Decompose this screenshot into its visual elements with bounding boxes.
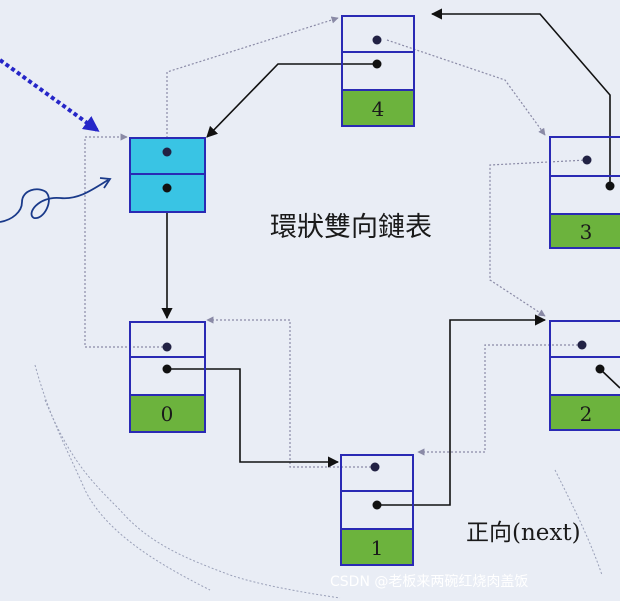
head-node xyxy=(129,137,206,213)
node-n3-label: 3 xyxy=(580,220,593,244)
next-arrow-n4-to-head xyxy=(206,63,377,138)
node-n2-prev-cell xyxy=(549,320,620,358)
node-n1-label-cell xyxy=(340,528,414,566)
direction-label: 正向(next) xyxy=(466,520,581,546)
prev-arrow-n1-to-n0 xyxy=(206,316,375,468)
diagram-title: 環狀雙向鏈表 xyxy=(270,212,432,243)
prev-arrow-head-to-n4 xyxy=(166,16,339,150)
background-scribbles xyxy=(34,364,603,599)
prev-arrow-n3-to-n2 xyxy=(489,159,588,317)
node-n4-prev-dot xyxy=(372,35,382,45)
next-arrow-n3-to-n4 xyxy=(430,8,611,186)
prev-arrow-n2-to-n1 xyxy=(417,344,582,456)
node-n4-label-cell xyxy=(341,89,415,127)
head-node-next-cell xyxy=(129,173,206,213)
head-pointer-arrow xyxy=(0,58,100,132)
node-n3-prev-dot xyxy=(582,155,592,165)
node-n4-prev-cell xyxy=(341,15,415,53)
node-n3-label-cell xyxy=(549,213,620,249)
node-n4-label: 4 xyxy=(372,97,385,121)
node-n3: 3 xyxy=(549,136,620,249)
next-arrow-n0-to-n1 xyxy=(167,368,340,468)
head-node-next-dot xyxy=(162,183,172,193)
watermark: CSDN @老板来两碗红烧肉盖饭 xyxy=(330,574,528,590)
node-n2: 2 xyxy=(549,320,620,431)
hand-drawn-squiggle-arrowhead xyxy=(99,177,112,189)
next-arrows xyxy=(161,8,620,506)
node-n0: 0 xyxy=(129,321,206,433)
prev-arrow-n0-to-head xyxy=(84,133,167,348)
node-n0-prev-cell xyxy=(129,321,206,358)
scribble-curve-1 xyxy=(44,399,341,599)
node-n1-next-cell xyxy=(340,490,414,530)
node-n2-next-cell xyxy=(549,356,620,396)
prev-arrows xyxy=(84,16,588,468)
next-arrow-n2-to-n3 xyxy=(599,368,620,389)
node-n0-prev-dot xyxy=(162,342,172,352)
node-n0-label-cell xyxy=(129,394,206,433)
node-n1-label: 1 xyxy=(371,536,384,560)
scribble-curve-2 xyxy=(34,364,211,591)
node-n1: 1 xyxy=(340,454,414,566)
hand-drawn-squiggle xyxy=(0,179,109,223)
node-n0-label: 0 xyxy=(161,402,174,426)
node-n0-next-cell xyxy=(129,356,206,396)
node-n3-next-dot xyxy=(605,181,615,191)
node-n2-next-dot xyxy=(595,364,605,374)
node-n0-next-dot xyxy=(162,364,172,374)
head-node-prev-dot xyxy=(162,147,172,157)
prev-arrow-n4-to-n3 xyxy=(386,39,546,136)
node-n1-next-dot xyxy=(372,500,382,510)
node-n2-prev-dot xyxy=(577,340,587,350)
node-n2-label-cell xyxy=(549,394,620,431)
next-arrow-n1-to-n2 xyxy=(377,314,547,506)
node-n4-next-cell xyxy=(341,51,415,91)
node-n4: 4 xyxy=(341,15,415,127)
scribble-curve-3 xyxy=(554,469,603,576)
node-n1-prev-cell xyxy=(340,454,414,492)
node-n4-next-dot xyxy=(372,59,382,69)
node-n1-prev-dot xyxy=(370,462,380,472)
node-n2-label: 2 xyxy=(580,402,593,426)
